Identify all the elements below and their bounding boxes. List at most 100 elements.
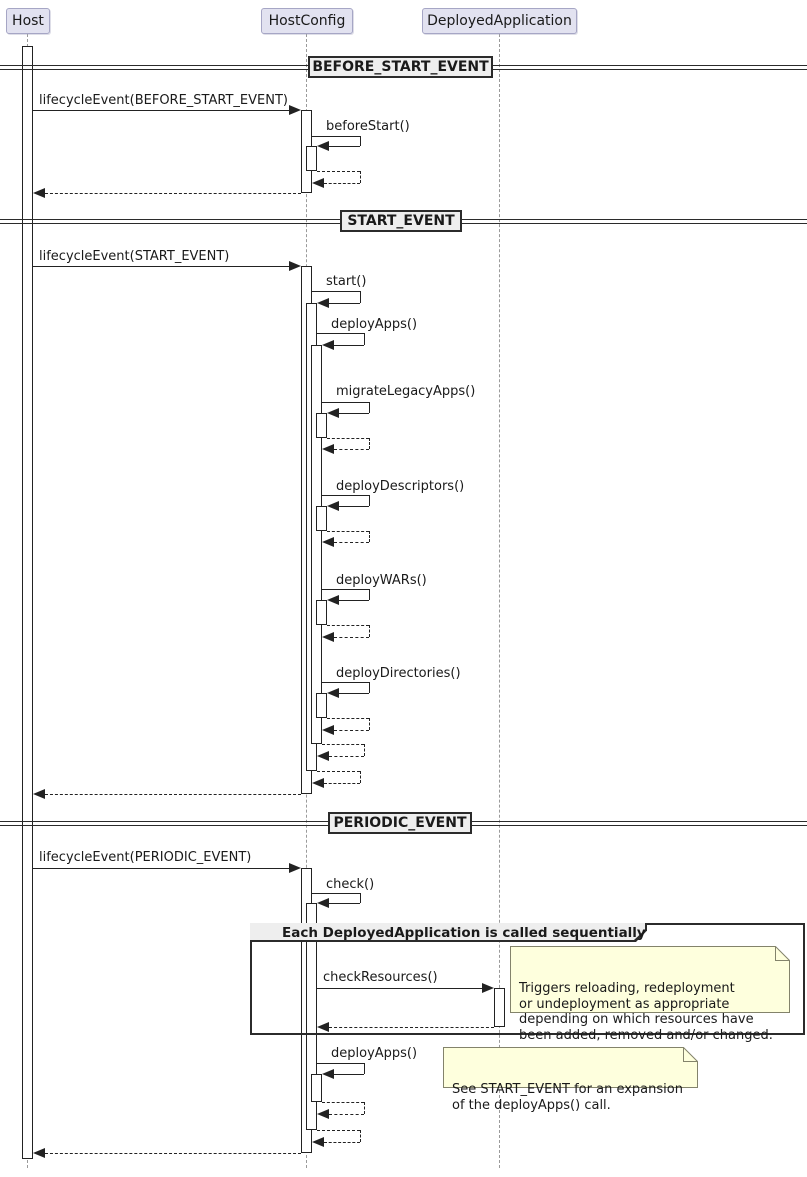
selfcall-check-back xyxy=(329,903,360,904)
arrowhead xyxy=(33,1148,45,1158)
note-checkresources: Triggers reloading, redeployment or unde… xyxy=(510,946,790,1043)
selfcall-directories-down xyxy=(369,682,370,693)
return-descriptors-out xyxy=(327,531,369,532)
arrowhead xyxy=(289,105,301,115)
msg-label-deploywars: deployWARs() xyxy=(336,573,427,588)
hostconfig-activation-deploydirectories-l4 xyxy=(316,693,327,718)
msg-line-lifecycle-start xyxy=(33,266,289,267)
arrowhead xyxy=(322,1069,334,1079)
divider-start-event: START_EVENT xyxy=(340,210,462,232)
return-directories-out xyxy=(327,718,369,719)
return-directories-down xyxy=(369,718,370,730)
hostconfig-activation-beforestart-l2 xyxy=(306,146,317,171)
note-fold-icon xyxy=(775,946,790,961)
hostconfig-activation-deployapps-l3 xyxy=(311,345,322,744)
arrowhead xyxy=(482,983,494,993)
return-wars-back xyxy=(334,637,369,638)
selfcall-deployapps-back xyxy=(334,345,364,346)
return-descriptors-back xyxy=(334,542,369,543)
selfcall-descriptors-out xyxy=(322,495,369,496)
arrowhead xyxy=(327,595,339,605)
selfcall-start-down xyxy=(360,291,361,303)
deployedapplication-activation xyxy=(494,988,505,1027)
arrowhead xyxy=(317,1109,329,1119)
selfcall-migrate-back xyxy=(339,413,369,414)
note-deployapps-text: See START_EVENT for an expansion of the … xyxy=(452,1082,683,1113)
return-deployapps-back xyxy=(329,756,364,757)
return-to-host-periodic xyxy=(45,1153,301,1154)
selfcall-start-out xyxy=(312,291,360,292)
return-check-back xyxy=(324,1142,360,1143)
return-directories-back xyxy=(334,730,369,731)
divider-before-start-event: BEFORE_START_EVENT xyxy=(308,56,493,78)
hostconfig-activation-check-l2 xyxy=(306,903,317,1130)
msg-label-checkresources: checkResources() xyxy=(323,970,438,985)
msg-label-deployapps-start: deployApps() xyxy=(331,317,418,332)
return-to-host-before xyxy=(45,193,301,194)
return-deployapps-periodic-down xyxy=(364,1102,365,1114)
hostconfig-activation-migratelegacyapps-l4 xyxy=(316,413,327,438)
arrowhead xyxy=(322,340,334,350)
return-to-host-start xyxy=(45,794,301,795)
return-wars-out xyxy=(327,625,369,626)
arrowhead xyxy=(312,178,324,188)
msg-label-migratelegacyapps: migrateLegacyApps() xyxy=(336,384,476,399)
msg-line-lifecycle-before-start xyxy=(33,110,289,111)
msg-label-deploydirectories: deployDirectories() xyxy=(336,666,461,681)
selfcall-deployapps-down xyxy=(364,333,365,345)
participant-hostconfig: HostConfig xyxy=(261,8,353,34)
arrowhead xyxy=(322,444,334,454)
return-deployapps-periodic-out xyxy=(322,1102,364,1103)
msg-label-deploydescriptors: deployDescriptors() xyxy=(336,479,465,494)
selfcall-descriptors-back xyxy=(339,506,369,507)
deployedapplication-lifeline xyxy=(499,34,500,1168)
note-fold-icon xyxy=(683,1047,698,1062)
selfcall-check-down xyxy=(360,893,361,903)
selfcall-directories-back xyxy=(339,693,369,694)
selfcall-deployapps-periodic-out xyxy=(317,1063,364,1064)
return-deployapps-out xyxy=(322,744,364,745)
arrowhead xyxy=(317,751,329,761)
msg-label-beforestart: beforeStart() xyxy=(326,119,410,134)
return-wars-down xyxy=(369,625,370,637)
note-checkresources-text: Triggers reloading, redeployment or unde… xyxy=(519,981,773,1043)
return-migrate-down xyxy=(369,438,370,449)
hostconfig-activation-deploydescriptors-l4 xyxy=(316,506,327,531)
arrowhead xyxy=(317,141,329,151)
selfcall-wars-down xyxy=(369,589,370,600)
msg-label-check: check() xyxy=(326,877,375,892)
host-activation xyxy=(22,46,33,1159)
return-migrate-out xyxy=(327,438,369,439)
selfcall-beforestart-back xyxy=(329,146,360,147)
msg-line-lifecycle-periodic xyxy=(33,868,289,869)
arrowhead xyxy=(327,688,339,698)
arrowhead xyxy=(317,298,329,308)
return-start-back xyxy=(324,783,360,784)
return-check-down xyxy=(360,1130,361,1142)
return-deployapps-periodic-back xyxy=(329,1114,364,1115)
msg-label-start: start() xyxy=(326,274,367,289)
selfcall-deployapps-out xyxy=(317,333,364,334)
msg-label-lifecycle-before-start: lifecycleEvent(BEFORE_START_EVENT) xyxy=(39,93,288,108)
group-header xyxy=(250,923,645,940)
msg-line-checkresources xyxy=(317,988,482,989)
selfcall-deployapps-periodic-back xyxy=(334,1074,364,1075)
participant-host: Host xyxy=(6,8,50,34)
selfcall-directories-out xyxy=(322,682,369,683)
selfcall-descriptors-down xyxy=(369,495,370,506)
hostconfig-activation-deploywars-l4 xyxy=(316,600,327,625)
return-checkresources xyxy=(329,1027,494,1028)
arrowhead xyxy=(322,632,334,642)
arrowhead xyxy=(312,1137,324,1147)
return-beforestart-down xyxy=(360,171,361,183)
arrowhead xyxy=(289,863,301,873)
arrowhead xyxy=(317,1022,329,1032)
return-start-out xyxy=(317,771,360,772)
selfcall-check-out xyxy=(312,893,360,894)
msg-label-lifecycle-periodic: lifecycleEvent(PERIODIC_EVENT) xyxy=(39,850,252,865)
return-descriptors-down xyxy=(369,531,370,542)
selfcall-migrate-down xyxy=(369,402,370,413)
arrowhead xyxy=(312,778,324,788)
selfcall-beforestart-out xyxy=(312,136,360,137)
